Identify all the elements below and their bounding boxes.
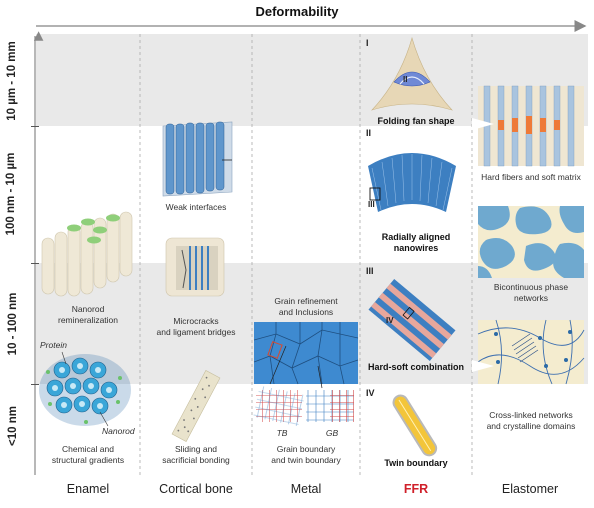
folding-fan-shape [371,36,453,111]
twin-boundary-rod [392,394,438,457]
caption-grain-refinement: Grain refinement and Inclusions [274,296,338,317]
scale-tick [31,126,39,127]
caption-chemical-gradients: Chemical and structural gradients [51,444,125,465]
caption-radial-nanowires: Radially aligned nanowires [381,232,451,254]
label-protein: Protein [40,340,67,350]
metal-grain-map [253,322,359,389]
hard-soft-stripes [368,278,456,362]
hard-fibers-matrix [472,85,584,167]
column-label-cortical-bone: Cortical bone [159,482,233,496]
column-label-elastomer: Elastomer [501,482,559,496]
title-deformability: Deformability [255,4,339,19]
crosslinked-network [472,319,585,385]
column-label-ffr: FFR [403,482,429,496]
ffr-section-ii: II [366,128,372,138]
scale-label-subnano: <10 nm [7,406,19,446]
ffr-section-i: I [366,38,369,48]
bicontinuous-network [478,206,584,278]
protein-nanorod-cluster [39,351,131,427]
caption-crosslinked: Cross-linked networks and crystalline do… [486,410,576,431]
caption-folding-fan: Folding fan shape [377,116,455,126]
twin-boundary-lattice [253,385,305,427]
caption-twin-boundary: Twin boundary [384,458,448,468]
scale-label-micro: 100 nm - 10 µm [5,152,17,236]
label-gb: GB [325,428,339,438]
caption-hard-soft: Hard-soft combination [368,362,464,372]
ffr-section-iii: III [366,266,374,276]
caption-microcracks: Microcracks and ligament bridges [156,316,236,337]
column-label-enamel: Enamel [66,482,110,496]
caption-nanorod-remineralization: Nanorod remineralization [58,304,118,325]
ffr-section-iv: IV [366,388,375,398]
radial-nanowires [368,153,456,212]
scale-label-macro: 10 µm - 10 mm [6,41,18,121]
scale-label-nano: 10 - 100 nm [7,292,19,356]
nanorod-bundle-illustration [41,211,133,297]
caption-bicontinuous: Bicontinuous phase networks [493,282,569,303]
scale-tick [31,263,39,264]
caption-sliding-bonding: Sliding and sacrificial bonding [162,444,230,465]
caption-weak-interfaces: Weak interfaces [165,202,227,212]
scale-tick [31,384,39,385]
ffr-inset-iv: IV [386,316,394,325]
bone-microcrack-block [165,237,225,297]
bone-column-block [162,121,233,197]
ffr-inset-iii: III [368,200,375,209]
caption-grain-boundary: Grain boundary and twin boundary [271,444,341,465]
column-label-metal: Metal [290,482,322,496]
ffr-inset-ii: II [403,75,408,84]
bone-sliding-strip [171,370,221,442]
grain-boundary-lattice [306,390,354,422]
label-nanorod: Nanorod [102,426,135,436]
caption-hard-fibers: Hard fibers and soft matrix [481,172,581,182]
label-tb: TB [276,428,288,438]
